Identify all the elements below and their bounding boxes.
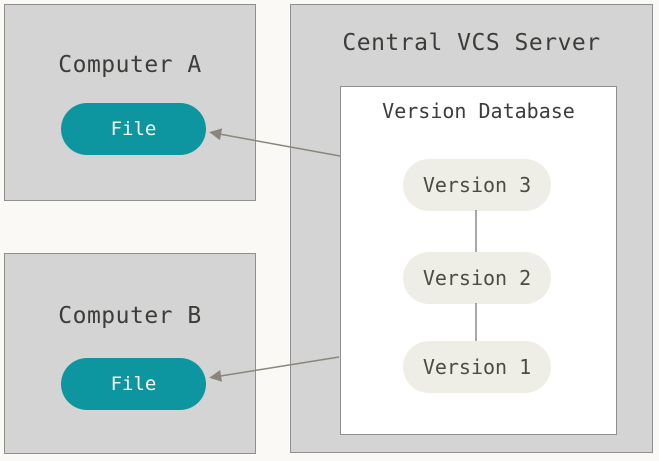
central-vcs-server-title: Central VCS Server bbox=[342, 30, 601, 56]
version-database-box: Version Database Version 3 Version 2 Ver… bbox=[340, 86, 617, 435]
version-3-node: Version 3 bbox=[403, 159, 551, 211]
version-1-node: Version 1 bbox=[403, 341, 551, 393]
computer-b-file-node: File bbox=[61, 358, 206, 410]
version-database-title: Version Database bbox=[382, 99, 575, 123]
computer-a-panel: Computer A File bbox=[4, 4, 256, 201]
version-2-node: Version 2 bbox=[403, 252, 551, 304]
central-vcs-server-panel: Central VCS Server Version Database Vers… bbox=[290, 4, 653, 453]
computer-a-title: Computer A bbox=[58, 52, 202, 78]
computer-b-title: Computer B bbox=[58, 303, 202, 329]
computer-b-panel: Computer B File bbox=[4, 253, 256, 454]
computer-a-file-node: File bbox=[61, 103, 206, 155]
